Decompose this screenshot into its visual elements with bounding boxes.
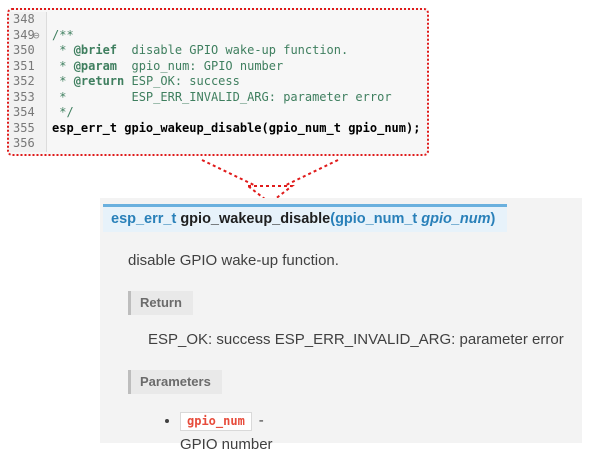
code-line[interactable]: 351 * @param gpio_num: GPIO number — [9, 58, 427, 75]
fold-spacer — [33, 43, 46, 59]
code-line[interactable]: 356 — [9, 136, 427, 152]
parameter-item: gpio_num- GPIO number — [180, 412, 582, 453]
editor-gutter: 354 — [9, 105, 47, 121]
editor-gutter: 352 — [9, 74, 47, 90]
line-number: 355 — [13, 120, 35, 135]
code-line-content — [47, 136, 52, 152]
return-label: Return — [128, 291, 193, 315]
line-number: 356 — [13, 136, 35, 150]
code-line-content: * @return ESP_OK: success — [47, 74, 240, 90]
line-number: 348 — [13, 12, 35, 26]
code-token-comment: ESP_OK: success — [124, 74, 240, 88]
code-line-content: /** — [47, 28, 74, 44]
code-line[interactable]: 348 — [9, 12, 427, 28]
param-name-code: gpio_num — [180, 412, 252, 431]
param-type-link[interactable]: gpio_num_t — [335, 211, 418, 227]
code-token-comment: gpio_num: GPIO number — [117, 58, 284, 73]
code-line[interactable]: 352 * @return ESP_OK: success — [9, 74, 427, 90]
code-token-comment: * — [52, 74, 74, 88]
line-number: 350 — [13, 43, 35, 57]
editor-gutter: 355 — [9, 120, 47, 137]
line-number: 354 — [13, 105, 35, 119]
function-signature: esp_err_t gpio_wakeup_disable(gpio_num_t… — [103, 204, 508, 232]
code-token-comment: * — [52, 43, 74, 57]
code-token-comment: disable GPIO wake-up function. — [117, 43, 349, 57]
code-token-comment: /** — [52, 27, 74, 42]
editor-gutter: 351 — [9, 58, 47, 75]
fold-spacer — [33, 59, 46, 75]
function-name: gpio_wakeup_disable — [180, 211, 331, 227]
open-paren: ( — [330, 211, 336, 227]
fold-spacer — [33, 74, 46, 90]
editor-gutter: 350 — [9, 43, 47, 59]
code-token-tag: @return — [73, 74, 125, 88]
close-paren: ) — [490, 211, 496, 227]
code-token-comment: * ESP_ERR_INVALID_ARG: parameter error — [52, 89, 392, 104]
line-number: 353 — [13, 89, 35, 104]
return-type-link[interactable]: esp_err_t — [111, 211, 177, 227]
code-token-tag: @brief — [73, 43, 118, 57]
function-description: disable GPIO wake-up function. — [128, 252, 339, 269]
code-line[interactable]: 349⊖ /** — [9, 27, 427, 44]
code-line[interactable]: 350 * @brief disable GPIO wake-up functi… — [9, 43, 427, 59]
code-token-comment: * — [52, 58, 74, 73]
editor-gutter: 348 — [9, 12, 47, 28]
param-separator: - — [258, 412, 264, 429]
code-line-content: * @brief disable GPIO wake-up function. — [47, 43, 348, 59]
code-line-content — [47, 12, 52, 28]
code-line-content: */ — [47, 105, 74, 121]
code-token-tag: @param — [73, 58, 118, 73]
parameters-label: Parameters — [128, 370, 222, 394]
editor-gutter: 353 — [9, 89, 47, 106]
param-name: gpio_num — [421, 211, 491, 227]
param-description: GPIO number — [180, 436, 273, 453]
line-number: 351 — [13, 58, 35, 73]
doc-panel: esp_err_t gpio_wakeup_disable(gpio_num_t… — [100, 198, 582, 453]
fold-spacer — [33, 12, 46, 28]
fold-spacer — [33, 90, 46, 106]
parameter-list: gpio_num- GPIO number — [100, 412, 582, 453]
line-number: 349 — [13, 27, 35, 42]
fold-spacer — [33, 136, 46, 152]
fold-collapse-icon[interactable]: ⊖ — [33, 28, 40, 42]
line-number: 352 — [13, 74, 35, 88]
code-line-content: * @param gpio_num: GPIO number — [47, 59, 283, 75]
return-text: ESP_OK: success ESP_ERR_INVALID_ARG: par… — [148, 331, 564, 348]
code-line[interactable]: 354 */ — [9, 105, 427, 121]
editor-gutter: 356 — [9, 136, 47, 152]
code-line[interactable]: 353 * ESP_ERR_INVALID_ARG: parameter err… — [9, 89, 427, 106]
editor-gutter: 349⊖ — [9, 27, 47, 43]
code-line[interactable]: 355 esp_err_t gpio_wakeup_disable(gpio_nu… — [9, 120, 427, 137]
arrow-down-dotted-icon — [201, 159, 339, 204]
code-token-comment: */ — [52, 105, 74, 119]
code-token-code: esp_err_t gpio_wakeup_disable(gpio_num_t… — [52, 120, 421, 135]
fold-spacer — [33, 105, 46, 121]
code-line-content: * ESP_ERR_INVALID_ARG: parameter error — [47, 89, 392, 106]
code-line-content: esp_err_t gpio_wakeup_disable(gpio_num_t… — [47, 121, 420, 137]
fold-spacer — [33, 121, 46, 137]
